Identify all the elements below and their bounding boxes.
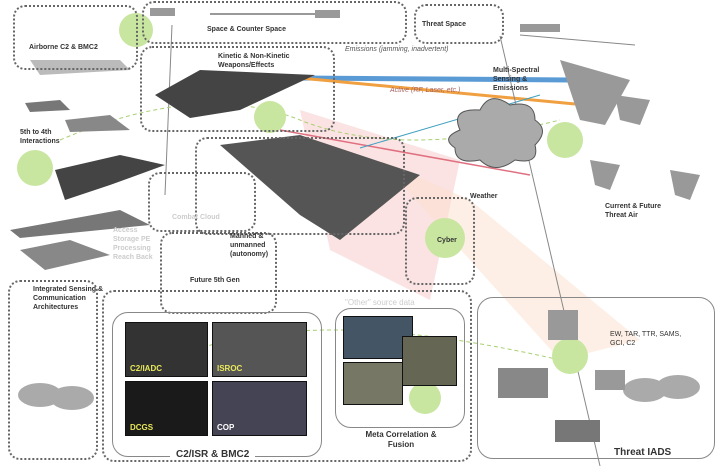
kinetic-box	[140, 46, 335, 132]
truck-icon	[498, 368, 548, 398]
satellite-icon	[150, 8, 175, 16]
fighter-icon	[65, 115, 130, 132]
label-integrated: Integrated Sensing & Communication Archi…	[33, 286, 104, 311]
weather-cloud-icon	[448, 98, 543, 168]
threat-fighter-icon	[590, 160, 620, 190]
panel-cop: COP	[212, 381, 307, 436]
node-circle	[552, 338, 588, 374]
label-cyber: Cyber	[437, 237, 457, 244]
f35-icon	[55, 155, 165, 200]
node-circle	[409, 382, 441, 414]
node-circle	[547, 122, 583, 158]
radar-dish-icon	[656, 375, 700, 399]
f22-icon	[20, 240, 110, 270]
threat-fighter-icon	[615, 95, 650, 125]
label-multispectral: Multi-Spectral Sensing & Emissions	[493, 67, 540, 92]
bomber-icon	[220, 135, 420, 240]
panel-dcgs: DCGS	[125, 381, 208, 436]
label-interactions: 5th to 4th Interactions	[20, 129, 60, 145]
news-image	[402, 336, 457, 386]
future-5th-box	[160, 232, 277, 314]
threat-fighter-icon	[670, 170, 700, 200]
news-image	[343, 316, 413, 359]
space-box	[142, 1, 407, 44]
active-line	[299, 76, 576, 106]
satellite-icon	[520, 24, 560, 32]
news-image	[343, 362, 403, 405]
label-active: Active (RF, Laser, etc.)	[390, 87, 461, 94]
fighter-icon	[155, 70, 315, 118]
label-kinetic: Kinetic & Non-Kinetic Weapons/Effects	[218, 53, 290, 69]
awacs-icon	[30, 60, 130, 75]
connector-line	[519, 34, 636, 46]
label-emissions: Emissions (jamming, inadvertent)	[345, 46, 449, 53]
threat-iads-box	[477, 297, 715, 459]
label-space: Space & Counter Space	[207, 26, 286, 33]
bomber-box	[195, 137, 405, 235]
airborne-c2-box	[13, 5, 138, 70]
label-iads-list: EW, TAR, TTR, SAMS, GCI, C2	[610, 331, 682, 347]
label-threat-air: Current & Future Threat Air	[605, 203, 661, 219]
node-circle	[425, 218, 465, 258]
integrated-box	[8, 280, 98, 460]
radar-dish-icon	[50, 386, 94, 410]
label-weather: Weather	[470, 193, 498, 200]
fighter-icon	[25, 100, 70, 112]
node-circle	[254, 101, 286, 133]
label-combat-cloud: Combat Cloud	[172, 214, 220, 221]
c2-outer-box	[102, 290, 472, 462]
label-c2isr: C2/ISR & BMC2	[170, 450, 256, 460]
tank-icon	[555, 420, 600, 442]
label-reach-back: Access Storage PE Processing Reach Back	[113, 227, 153, 261]
cyber-box	[405, 197, 475, 285]
radar-dish-icon	[623, 378, 667, 402]
threat-fighter-icon	[560, 60, 630, 125]
meta-box	[335, 308, 465, 428]
sensing-line	[299, 75, 571, 83]
panel-c2iadc: C2/IADC	[125, 322, 208, 377]
threat-space-box	[414, 4, 504, 44]
label-meta: Meta Correlation & Fusion	[365, 430, 437, 449]
label-threat-iads: Threat IADS	[610, 448, 676, 458]
node-circle	[17, 150, 53, 186]
drone-icon	[10, 210, 150, 238]
satellite-icon	[315, 10, 340, 18]
panel-isroc: ISROC	[212, 322, 307, 377]
label-threat-space: Threat Space	[422, 21, 466, 28]
label-other-source: "Other" source data	[345, 298, 415, 307]
label-airborne-c2: Airborne C2 & BMC2	[29, 44, 98, 51]
connector-line	[164, 24, 173, 196]
label-future-5th: Future 5th Gen	[190, 277, 240, 284]
label-manned: Manned & unmanned (autonomy)	[230, 233, 269, 258]
radar-vehicle-icon	[548, 310, 578, 340]
launcher-icon	[595, 370, 625, 390]
aircraft-icons	[10, 8, 700, 442]
